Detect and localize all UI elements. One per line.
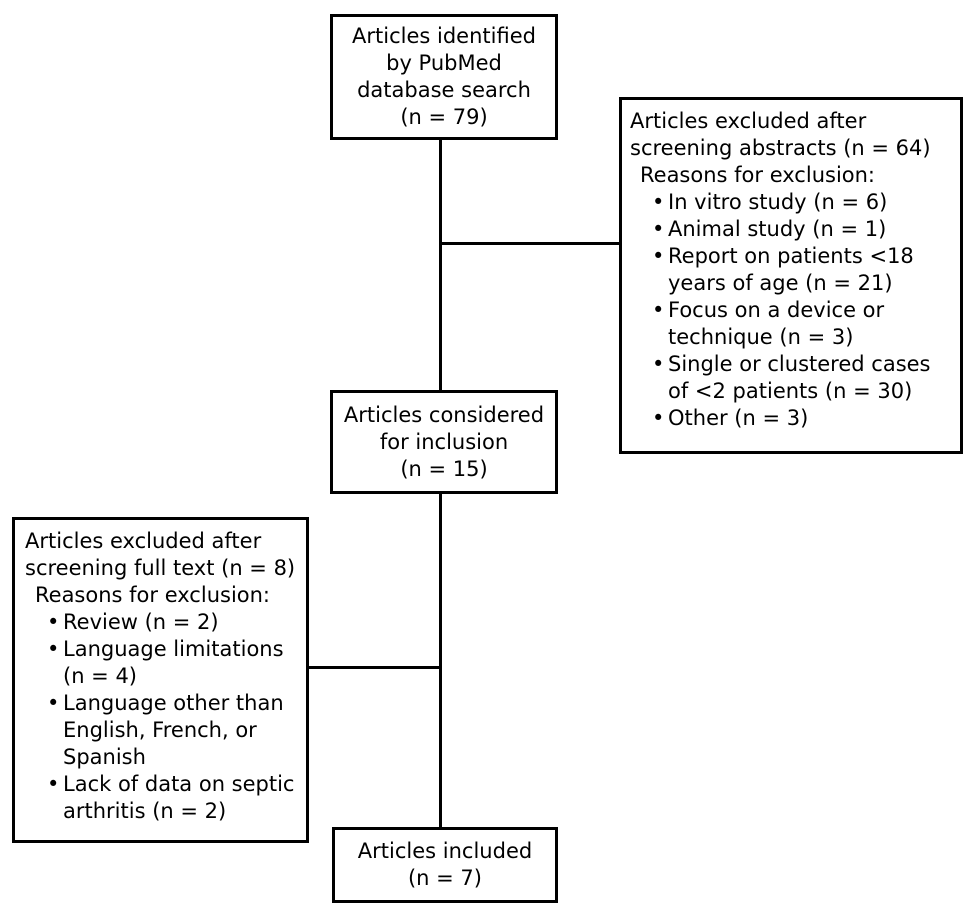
box-articles-considered: Articles considered for inclusion (n = 1… [330, 390, 558, 494]
excluded-fulltext-heading-2: screening full text (n = 8) [25, 556, 296, 580]
considered-line-3: (n = 15) [400, 456, 488, 481]
reason-text: (n = 4) [63, 664, 138, 688]
excluded-fulltext-heading-1: Articles excluded after [25, 529, 262, 553]
excluded-abstracts-heading-2: screening abstracts (n = 64) [630, 136, 931, 160]
connector-identified-to-considered [439, 138, 442, 392]
excluded-abstracts-reasons-title: Reasons for exclusion: [640, 163, 876, 187]
list-item: Review (n = 2) [47, 609, 302, 636]
reason-text: In vitro study (n = 6) [668, 190, 888, 214]
box-excluded-fulltext: Articles excluded after screening full t… [12, 517, 309, 843]
box-articles-identified: Articles identified by PubMed database s… [330, 14, 558, 140]
list-item: Single or clustered cases of <2 patients… [652, 351, 954, 405]
included-line-1: Articles included [357, 839, 533, 863]
reason-text: years of age (n = 21) [668, 271, 893, 295]
excluded-fulltext-reasons-title: Reasons for exclusion: [35, 583, 271, 607]
excluded-abstracts-heading-1: Articles excluded after [630, 109, 867, 133]
reason-text: Focus on a device or [668, 298, 885, 322]
reason-text: of <2 patients (n = 30) [668, 379, 913, 403]
considered-line-2: for inclusion [379, 429, 509, 454]
reason-text: Report on patients <18 [668, 244, 914, 268]
identified-line-1: Articles identified [352, 24, 536, 48]
list-item: In vitro study (n = 6) [652, 189, 954, 216]
reason-text: Language limitations [63, 637, 284, 661]
connector-to-excluded-fulltext [307, 666, 442, 669]
list-item: Language other than English, French, or … [47, 690, 302, 771]
connector-to-excluded-abstracts [439, 242, 621, 245]
identified-line-3: database search [357, 78, 531, 102]
excluded-fulltext-reason-list: Review (n = 2) Language limitations (n =… [25, 609, 302, 825]
reason-text: Single or clustered cases [668, 352, 931, 376]
connector-considered-to-included [439, 492, 442, 830]
excluded-abstracts-reason-list: In vitro study (n = 6) Animal study (n =… [630, 189, 954, 432]
box-excluded-abstracts: Articles excluded after screening abstra… [619, 97, 963, 454]
list-item: Focus on a device or technique (n = 3) [652, 297, 954, 351]
reason-text: Language other than [63, 691, 284, 715]
list-item: Animal study (n = 1) [652, 216, 954, 243]
list-item: Report on patients <18 years of age (n =… [652, 243, 954, 297]
list-item: Language limitations (n = 4) [47, 636, 302, 690]
reason-text: Other (n = 3) [668, 406, 809, 430]
included-line-2: (n = 7) [407, 866, 482, 890]
reason-text: Review (n = 2) [63, 610, 219, 634]
identified-line-2: by PubMed [386, 51, 502, 75]
reason-text: technique (n = 3) [668, 325, 854, 349]
considered-line-1: Articles considered [343, 402, 545, 427]
reason-text: arthritis (n = 2) [63, 799, 227, 823]
reason-text: Spanish [63, 745, 146, 769]
reason-text: Animal study (n = 1) [668, 217, 887, 241]
reason-text: English, French, or [63, 718, 257, 742]
reason-text: Lack of data on septic [63, 772, 295, 796]
list-item: Other (n = 3) [652, 405, 954, 432]
list-item: Lack of data on septic arthritis (n = 2) [47, 771, 302, 825]
box-articles-included: Articles included (n = 7) [332, 827, 558, 903]
identified-line-4: (n = 79) [400, 105, 488, 129]
